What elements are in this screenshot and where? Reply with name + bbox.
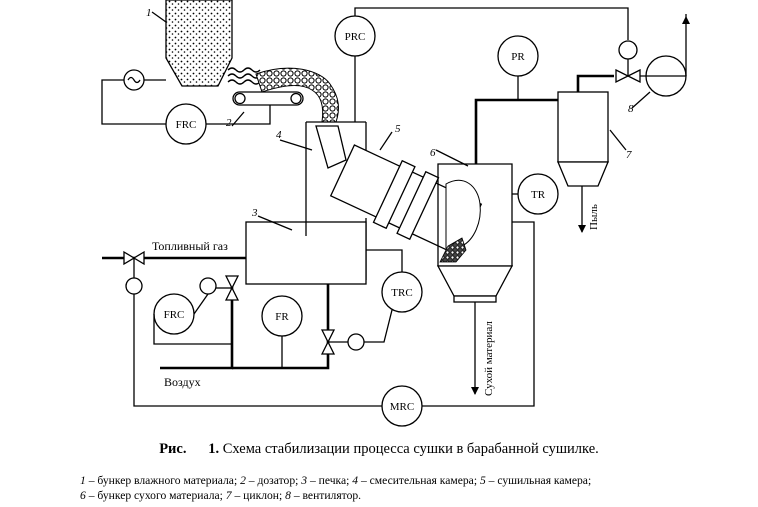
prc-control-line — [354, 7, 629, 40]
legend-num-6: 6 — [80, 489, 86, 502]
air-label: Воздух — [164, 375, 201, 389]
dust-label: Пыль — [588, 204, 600, 230]
mrc-right-line — [422, 221, 535, 407]
gas-duct — [474, 98, 558, 164]
svg-text:FR: FR — [275, 311, 289, 323]
label-7: 7 — [626, 149, 632, 161]
air-valve — [199, 275, 240, 301]
mrc-instrument: MRC — [381, 385, 423, 427]
svg-text:FRC: FRC — [176, 119, 197, 131]
frc-bottom-line — [153, 314, 232, 345]
svg-text:TR: TR — [531, 189, 546, 201]
legend-num-4: 4 — [352, 474, 359, 487]
leader-3 — [257, 215, 293, 231]
trc-impulse-line — [366, 249, 403, 272]
legend-text-1: бункер влажного материала; — [97, 474, 238, 487]
legend-num-5: 5 — [479, 474, 486, 487]
legend-num-2: 2 — [240, 474, 246, 487]
feeder-screw — [227, 67, 261, 85]
legend-text-2: дозатор; — [257, 474, 299, 487]
svg-text:PRC: PRC — [345, 31, 366, 43]
frc-top-instrument: FRC — [165, 103, 207, 145]
leader-4 — [279, 139, 313, 151]
motor-symbol — [123, 69, 145, 91]
svg-text:MRC: MRC — [390, 401, 414, 413]
dosing-conveyor — [231, 91, 304, 127]
label-6: 6 — [430, 147, 436, 159]
fuel-gas-valve — [123, 250, 145, 295]
caption-text: Схема стабилизации процесса сушки в бара… — [222, 441, 599, 457]
figure-legend: 1 – бункер влажного материала; 2 – дозат… — [80, 474, 592, 502]
legend-text-6: бункер сухого материала; — [97, 489, 223, 502]
label-5: 5 — [395, 123, 401, 135]
pr-instrument: PR — [497, 35, 539, 77]
mrc-left-line — [133, 294, 382, 407]
dry-material-label: Сухой материал — [483, 321, 495, 396]
drying-process-diagram: 1 2 FRC PRC 4 3 — [101, 0, 690, 427]
air-line-to-furnace — [232, 284, 330, 370]
leader-7 — [609, 129, 627, 151]
leader-6 — [435, 149, 469, 167]
wet-material-hopper — [151, 0, 233, 87]
label-4: 4 — [276, 129, 282, 141]
dry-material-bin — [436, 163, 514, 303]
trc-instrument: TRC — [381, 271, 423, 313]
frc-bottom-instrument: FRC — [153, 293, 195, 335]
svg-text:PR: PR — [511, 51, 525, 63]
label-8: 8 — [628, 103, 634, 115]
prc-instrument: PRC — [334, 15, 376, 57]
legend-text-4: смесительная камера; — [369, 474, 478, 487]
leader-5 — [379, 131, 393, 151]
mixing-chamber — [305, 121, 367, 280]
fan-control-valve — [615, 40, 641, 84]
legend-num-8: 8 — [285, 489, 291, 502]
leader-8 — [631, 91, 651, 109]
legend-text-8: вентилятор. — [302, 489, 362, 502]
rotary-drum — [329, 144, 483, 256]
cyclone — [557, 74, 614, 187]
frc-bottom-control — [193, 293, 209, 315]
caption-number: 1. — [208, 441, 220, 457]
label-2: 2 — [226, 117, 232, 129]
legend-text-7: циклон; — [243, 489, 283, 502]
tr-instrument: TR — [517, 173, 559, 215]
frc-top-right-loop — [206, 105, 271, 125]
legend-text-5: сушильная камера; — [497, 474, 592, 487]
fr-instrument: FR — [261, 295, 303, 337]
caption-prefix: Рис. — [159, 441, 187, 457]
svg-text:TRC: TRC — [391, 287, 412, 299]
frc-top-left-loop — [101, 79, 166, 125]
fan — [640, 14, 690, 97]
legend-num-1: 1 — [80, 474, 86, 487]
drum-inlet-chute — [315, 125, 347, 169]
figure-caption: Рис. 1. Схема стабилизации процесса сушк… — [0, 441, 758, 458]
svg-text:FRC: FRC — [164, 309, 185, 321]
label-3: 3 — [251, 207, 258, 219]
legend-text-3: печка; — [318, 474, 350, 487]
legend-num-7: 7 — [225, 489, 232, 502]
label-1: 1 — [146, 7, 152, 19]
legend-num-3: 3 — [301, 474, 308, 487]
fuel-gas-label: Топливный газ — [152, 239, 228, 253]
trc-valve — [320, 309, 393, 355]
